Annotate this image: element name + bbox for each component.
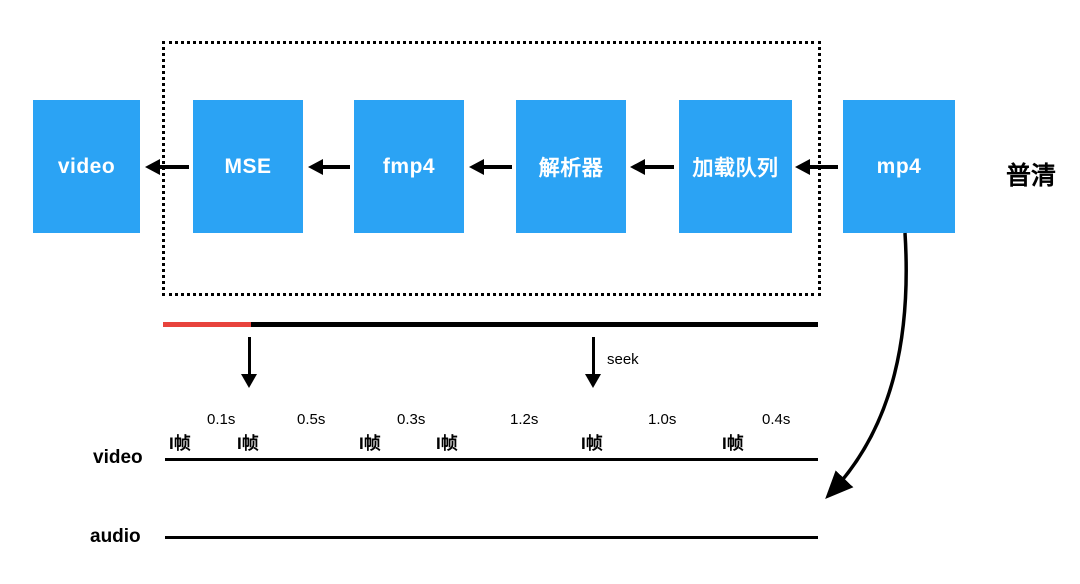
box-mse: MSE <box>193 100 303 233</box>
box-video-label: video <box>57 154 116 178</box>
gap-duration-label: 1.0s <box>648 411 677 428</box>
arrowhead-left-icon <box>469 159 484 175</box>
box-parser: 解析器 <box>516 100 626 233</box>
audio-track-label: audio <box>90 526 141 547</box>
box-fmp4: fmp4 <box>354 100 464 233</box>
arrow-mse-to-video-icon <box>145 159 189 175</box>
buffer-progress-bar <box>163 322 818 327</box>
arrowhead-left-icon <box>308 159 323 175</box>
gap-duration-label: 0.1s <box>207 411 236 428</box>
box-fmp4-label: fmp4 <box>382 154 436 178</box>
box-mp4: mp4 <box>843 100 955 233</box>
arrow-shaft <box>591 337 595 374</box>
arrow-shaft <box>323 165 350 169</box>
arrow-shaft <box>247 337 251 374</box>
box-mse-label: MSE <box>224 154 272 178</box>
gap-duration-label: 0.4s <box>762 411 791 428</box>
iframe-marker: I帧 <box>359 434 381 453</box>
iframe-marker: I帧 <box>722 434 744 453</box>
seek-arrow-icon <box>585 337 601 388</box>
arrow-loadqueue-to-parser-icon <box>630 159 674 175</box>
arrowhead-left-icon <box>145 159 160 175</box>
audio-track-line <box>165 536 818 539</box>
box-video: video <box>33 100 140 233</box>
quality-label: 普清 <box>1006 162 1057 190</box>
arrow-shaft <box>645 165 674 169</box>
iframe-marker: I帧 <box>237 434 259 453</box>
progress-played-segment <box>163 322 251 327</box>
arrowhead-left-icon <box>630 159 645 175</box>
box-mp4-label: mp4 <box>876 154 922 178</box>
arrow-shaft <box>810 165 838 169</box>
box-load-queue: 加载队列 <box>679 100 792 233</box>
video-track-label: video <box>93 447 143 468</box>
playhead-arrow-icon <box>241 337 257 388</box>
iframe-marker: I帧 <box>436 434 458 453</box>
arrow-parser-to-fmp4-icon <box>469 159 512 175</box>
gap-duration-label: 1.2s <box>510 411 539 428</box>
seek-label: seek <box>607 351 639 368</box>
mp4-to-track-curve-arrow-icon <box>825 232 908 500</box>
box-parser-label: 解析器 <box>538 156 604 180</box>
arrow-fmp4-to-mse-icon <box>308 159 350 175</box>
arrow-mp4-to-loadqueue-icon <box>795 159 838 175</box>
arrow-shaft <box>160 165 189 169</box>
gap-duration-label: 0.3s <box>397 411 426 428</box>
arrowhead-down-icon <box>241 374 257 388</box>
gap-duration-label: 0.5s <box>297 411 326 428</box>
video-track-line <box>165 458 818 461</box>
arrowhead-down-icon <box>585 374 601 388</box>
iframe-marker: I帧 <box>169 434 191 453</box>
iframe-marker: I帧 <box>581 434 603 453</box>
box-load-queue-label: 加载队列 <box>692 156 779 180</box>
arrowhead-left-icon <box>795 159 810 175</box>
arrow-shaft <box>484 165 512 169</box>
